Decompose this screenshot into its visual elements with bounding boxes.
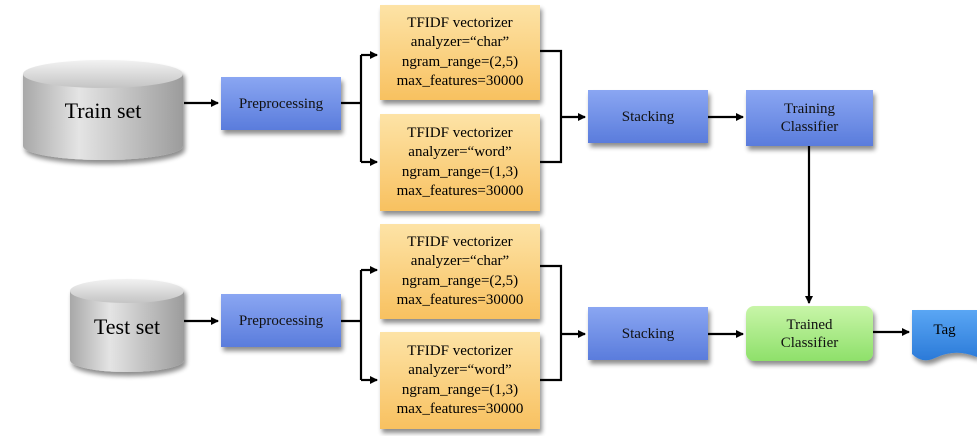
stacking-box-train xyxy=(588,90,708,143)
train-set-cylinder xyxy=(23,60,183,160)
tfidf-char-box-test xyxy=(380,224,540,319)
test-set-cylinder xyxy=(70,279,184,372)
tag-shape xyxy=(912,310,977,361)
trained-classifier-box xyxy=(746,306,873,361)
stacking-box-test xyxy=(588,307,708,360)
preprocessing-box-test xyxy=(221,294,341,347)
training-classifier-box xyxy=(746,90,873,146)
tfidf-char-box-train xyxy=(380,5,540,100)
connectors xyxy=(184,49,910,384)
preprocessing-box-train xyxy=(221,77,341,130)
tfidf-word-box-train xyxy=(380,114,540,211)
tfidf-word-box-test xyxy=(380,332,540,429)
